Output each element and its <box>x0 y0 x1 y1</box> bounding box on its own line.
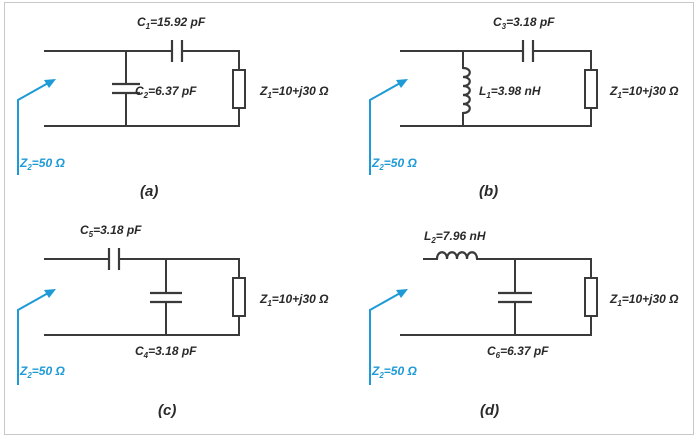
panel-a-series-cap-label: C1=15.92 pF <box>137 15 206 31</box>
panel-c-arrowhead-icon <box>44 289 56 298</box>
panel-b-load-resistor <box>584 69 598 109</box>
panel-a-load-resistor <box>232 69 246 109</box>
panel-b-shunt-inductor-icon <box>462 66 471 115</box>
panel-a-source-label: Z2=50 Ω <box>19 156 65 172</box>
panel-b-load-label: Z1=10+j30 Ω <box>609 84 679 100</box>
panel-d-caption: (d) <box>480 402 499 419</box>
panel-a-caption: (a) <box>140 183 158 200</box>
panel-d-series-inductor-icon <box>435 251 479 260</box>
panel-b-series-cap-label: C3=3.18 pF <box>493 15 555 31</box>
panel-c-load-label: Z1=10+j30 Ω <box>259 292 329 308</box>
panel-a-impedance-arrow <box>17 81 51 175</box>
panel-d-source-label: Z2=50 Ω <box>371 364 417 380</box>
panel-d-load-label: Z1=10+j30 Ω <box>609 292 679 308</box>
panel-d-series-ind-label: L2=7.96 nH <box>424 229 486 245</box>
panel-c-impedance-arrow <box>17 291 51 385</box>
panel-c-load-resistor <box>232 277 246 317</box>
panel-b-arrowhead-icon <box>396 79 408 88</box>
figure-frame <box>4 2 694 435</box>
panel-b-shunt-ind-label: L1=3.98 nH <box>479 84 541 100</box>
panel-a-arrowhead-icon <box>44 79 56 88</box>
panel-b-impedance-arrow <box>369 81 403 175</box>
panel-c-series-cap-label: C5=3.18 pF <box>80 223 142 239</box>
panel-c-caption: (c) <box>158 402 176 419</box>
panel-d-shunt-cap-label: C6=6.37 pF <box>487 344 549 360</box>
panel-c-source-label: Z2=50 Ω <box>19 364 65 380</box>
panel-b: C3=3.18 pF L1=3.98 nH Z1=10+j30 Ω Z2=50 … <box>369 15 679 200</box>
panel-a: C1=15.92 pF C2=6.37 pF Z1=10+j30 Ω Z2=50… <box>17 15 329 200</box>
panel-c-shunt-cap-label: C4=3.18 pF <box>135 344 197 360</box>
panel-c: C5=3.18 pF C4=3.18 pF Z1=10+j30 Ω Z2=50 … <box>17 223 329 419</box>
panel-d-arrowhead-icon <box>396 289 408 298</box>
panel-b-caption: (b) <box>479 183 498 200</box>
panel-b-source-label: Z2=50 Ω <box>371 156 417 172</box>
panel-d-load-resistor <box>584 277 598 317</box>
panel-a-load-label: Z1=10+j30 Ω <box>259 84 329 100</box>
panel-d-impedance-arrow <box>369 291 403 385</box>
panel-a-shunt-cap-label: C2=6.37 pF <box>135 84 197 100</box>
panel-d: L2=7.96 nH C6=6.37 pF Z1=10+j30 Ω Z2=50 … <box>369 229 679 419</box>
